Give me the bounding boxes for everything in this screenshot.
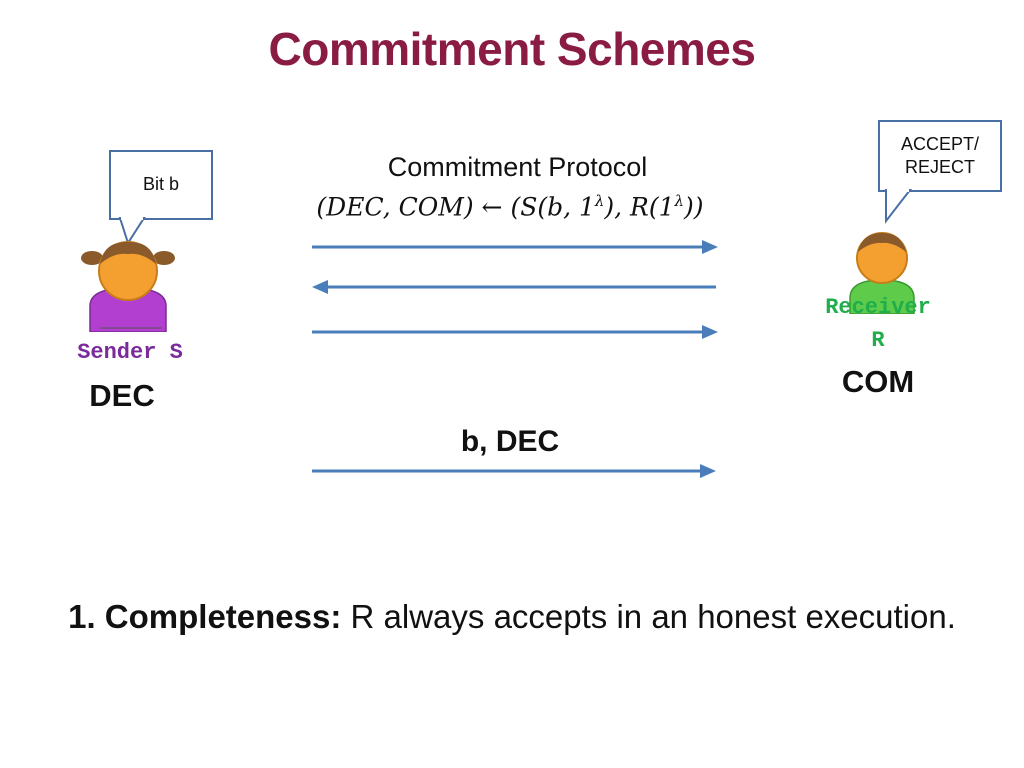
formula-exponent-1: λ	[594, 192, 605, 210]
protocol-title: Commitment Protocol	[387, 152, 648, 182]
sender-name: Sender S	[77, 340, 183, 365]
sender-bubble-tail	[118, 217, 146, 246]
formula-open: (S(b, 1	[510, 192, 595, 222]
receiver-name-line-2: R	[871, 328, 885, 353]
protocol-formula: (DEC, COM) ← (S(b, 1λ), R(1λ))	[255, 192, 765, 221]
receiver-name-line-1: Receiver	[825, 295, 931, 320]
protocol-message-arrows	[312, 240, 718, 478]
receiver-bubble-line-2: REJECT	[904, 157, 975, 177]
receiver-bubble-tail	[885, 189, 913, 224]
arrow-decommit	[312, 464, 716, 478]
formula-lhs: (DEC, COM)	[316, 192, 474, 222]
sender-decommitment: DEC	[89, 378, 155, 413]
formula-mid: ), R(1	[604, 192, 675, 222]
decommit-label: b, DEC	[460, 425, 560, 458]
arrow-sender-to-receiver-1	[312, 240, 718, 254]
completeness-prefix: 1. Completeness:	[68, 598, 342, 635]
receiver-commitment: COM	[841, 364, 915, 399]
arrow-receiver-to-sender	[312, 280, 716, 294]
formula-arrow: ←	[481, 192, 503, 222]
sender-bubble-text: Bit b	[142, 174, 180, 195]
receiver-bubble-line-1: ACCEPT/	[900, 133, 979, 154]
completeness-text: R always accepts in an honest execution.	[341, 598, 956, 635]
completeness-statement: 1. Completeness: R always accepts in an …	[0, 598, 1024, 636]
receiver-speech-bubble: ACCEPT/ REJECT	[878, 120, 1002, 192]
slide-title: Commitment Schemes	[268, 23, 756, 75]
formula-exponent-2: λ	[674, 192, 685, 210]
receiver-avatar-icon	[849, 232, 915, 314]
sender-speech-bubble: Bit b	[109, 150, 213, 220]
arrow-sender-to-receiver-2	[312, 325, 718, 339]
sender-avatar-icon	[81, 241, 175, 332]
formula-close: ))	[684, 192, 704, 222]
